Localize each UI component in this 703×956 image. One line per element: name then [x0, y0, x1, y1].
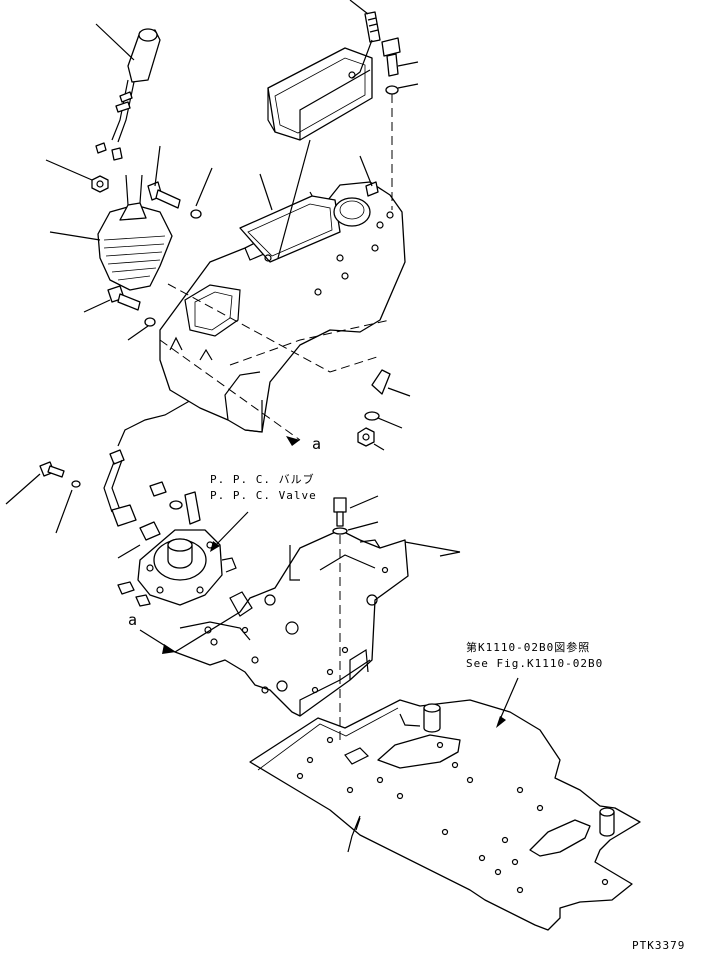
ppc-valve-label-jp: P. P. C. バルブ: [210, 473, 315, 486]
drawing-id: PTK3379: [632, 939, 686, 952]
nut: [45, 159, 109, 193]
lever-knob: [95, 23, 161, 161]
top-screw: [349, 0, 381, 79]
valve-leader: [179, 621, 251, 641]
console-dash-2: [229, 319, 391, 366]
valve-fittings: [117, 481, 201, 607]
ppc-valve-label-en: P. P. C. Valve: [210, 489, 317, 502]
lever-boot: [49, 174, 173, 291]
bracket-plate: [174, 529, 461, 717]
ppc-arrow: [210, 541, 220, 552]
console-box: [159, 181, 406, 433]
console-leader: [259, 173, 273, 211]
arrow-a-top: [286, 436, 300, 446]
ppc-valve: [137, 529, 237, 606]
left-bolt: [5, 461, 81, 534]
floor-plate: [249, 699, 641, 931]
pin-bolt: [147, 145, 213, 219]
reference-label-jp: 第K1110-02B0図参照: [466, 641, 591, 654]
monitor-box: [267, 47, 373, 141]
reference-label-en: See Fig.K1110-02B0: [466, 657, 604, 670]
marker-a-left: a: [128, 611, 138, 629]
marker-a-top: a: [312, 435, 322, 453]
ppc-leader: [212, 511, 249, 549]
bracket-bolt: [332, 495, 379, 535]
top-right-bolt: [381, 37, 419, 210]
arrow-a-left: [162, 644, 176, 654]
right-fasteners: [357, 369, 411, 451]
clip-leader: [359, 155, 373, 187]
console-dash-a: [159, 339, 301, 441]
ref-arrow: [496, 716, 506, 728]
console-clip: [365, 181, 379, 197]
ref-leader: [497, 677, 519, 725]
console-dash-1: [167, 283, 381, 373]
monitor-leader: [277, 139, 311, 259]
boot-bolt: [83, 285, 156, 341]
bracket-leader: [439, 551, 461, 557]
